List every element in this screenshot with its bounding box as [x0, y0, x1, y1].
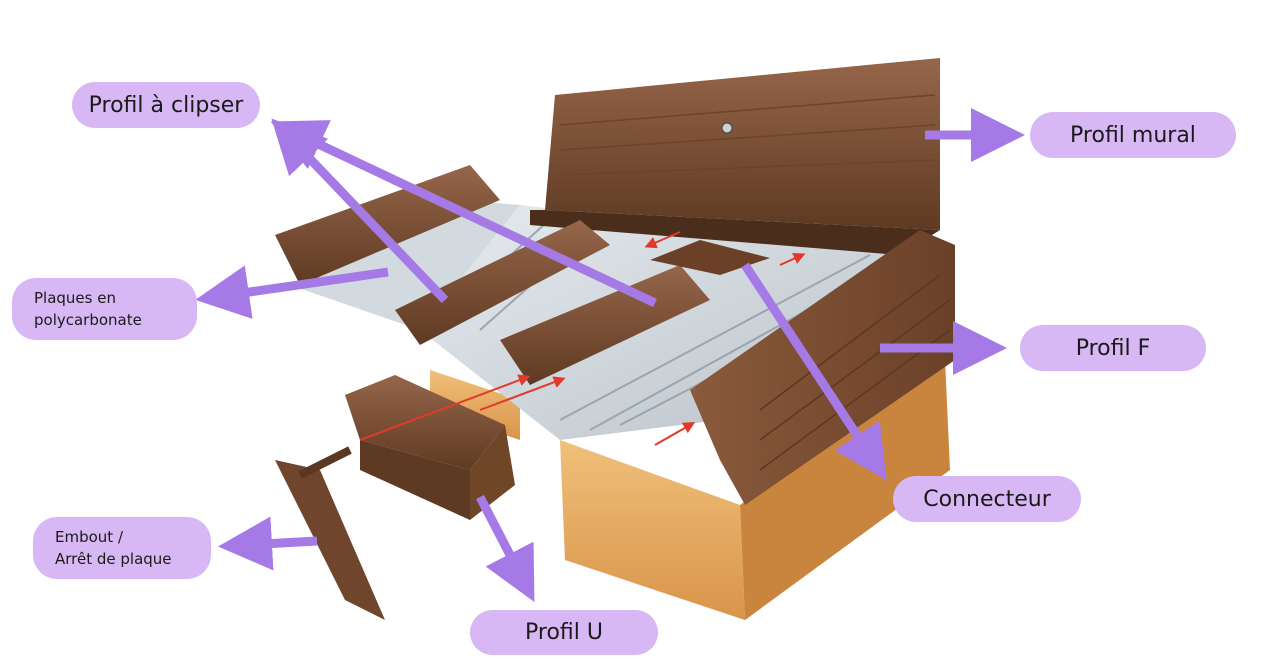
f-profile	[690, 230, 955, 505]
label-plaques-polycarbonate: Plaques en polycarbonate	[12, 278, 197, 340]
label-profil-f: Profil F	[1020, 325, 1206, 371]
clip-profiles	[395, 220, 770, 385]
label-profil-u: Profil U	[470, 610, 658, 655]
label-plaques-line2: polycarbonate	[34, 311, 142, 329]
label-connecteur: Connecteur	[893, 476, 1081, 522]
label-profil-clipser: Profil à clipser	[72, 82, 260, 128]
assembly-arrows	[359, 231, 806, 446]
arrow-clipser-2	[270, 120, 657, 308]
arrow-connecteur	[741, 262, 887, 481]
label-embout: Embout / Arrêt de plaque	[33, 517, 211, 579]
arrow-plaques	[195, 265, 389, 319]
arrow-embout	[218, 516, 318, 571]
arrow-profil-u	[476, 494, 535, 602]
wall-profile	[530, 58, 940, 255]
u-profile-part	[345, 375, 515, 520]
label-embout-line1: Embout /	[55, 528, 123, 546]
left-back-profile	[275, 165, 500, 285]
label-profil-mural: Profil mural	[1030, 112, 1236, 158]
callout-arrows	[195, 108, 1025, 602]
end-cap-part	[275, 446, 385, 620]
label-embout-line2: Arrêt de plaque	[55, 550, 172, 568]
label-plaques-line1: Plaques en	[34, 289, 116, 307]
